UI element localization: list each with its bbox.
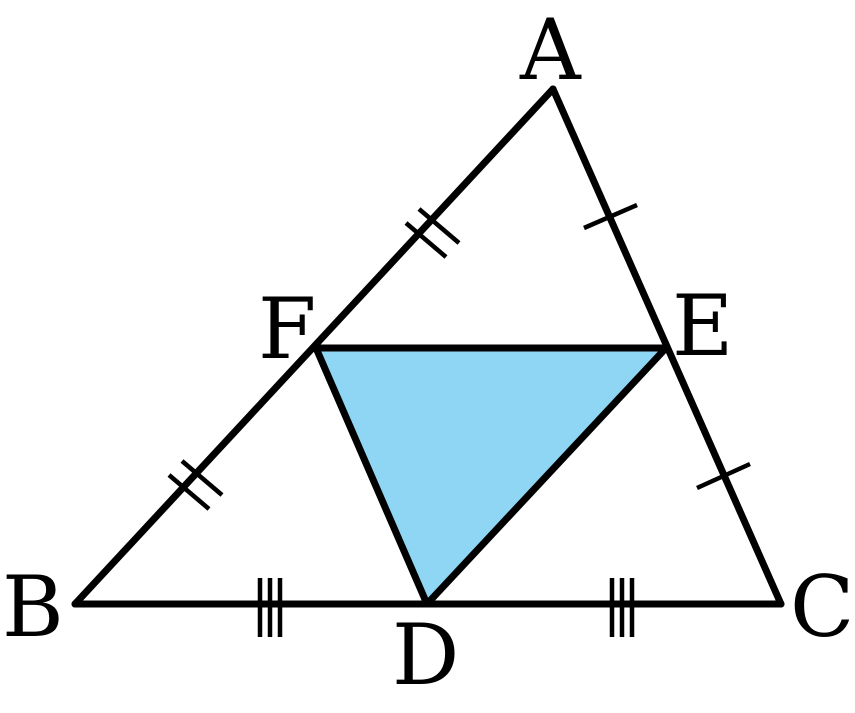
tick-marks-dc <box>609 578 635 637</box>
label-b: B <box>2 558 64 656</box>
edge-df <box>312 344 431 608</box>
tick-mark-ec <box>696 461 751 491</box>
tick-marks-fb <box>167 459 224 511</box>
label-e: E <box>672 277 733 375</box>
tick-mark-ae <box>583 202 638 231</box>
triangle-def-fill <box>316 348 666 604</box>
label-a: A <box>519 1 582 99</box>
label-f: F <box>258 280 316 378</box>
edge-ed <box>423 344 670 608</box>
tick-marks-af <box>404 207 461 259</box>
tick-marks-bd <box>257 578 283 637</box>
label-c: C <box>790 558 854 656</box>
label-d: D <box>392 606 459 704</box>
